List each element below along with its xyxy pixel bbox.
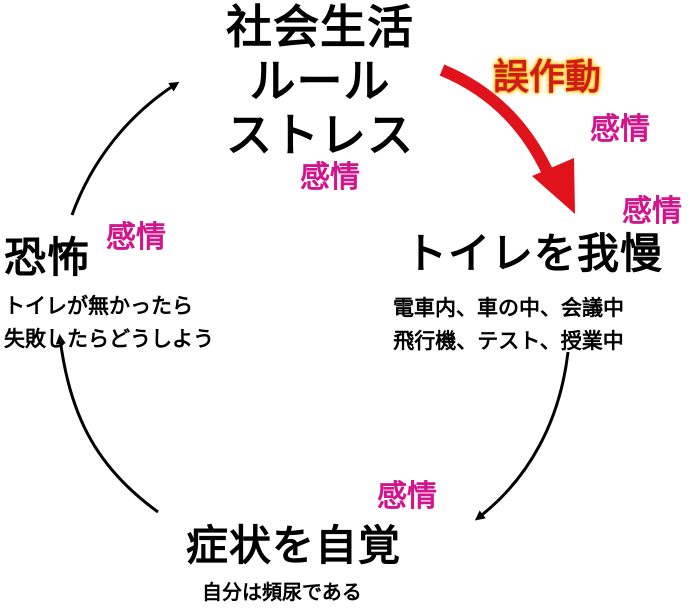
red-arrow-label: 誤作動 (493, 57, 602, 98)
node-left-detail: トイレが無かったら 失敗したらどうしよう (4, 290, 214, 356)
arrow-symptom-to-fear (55, 334, 159, 514)
arrow-holding-to-symptom (474, 351, 570, 521)
node-top-title-line: ストレス (226, 108, 414, 162)
node-right-detail-line: 飛行機、テスト、授業中 (393, 329, 624, 353)
node-bottom-title: 症状を自覚 (186, 521, 402, 570)
node-right-detail-line: 電車内、車の中、会議中 (393, 296, 624, 320)
red-arrow-emotion: 感情 (590, 112, 650, 147)
red-arrow-head (532, 158, 575, 214)
red-arrow (439, 64, 558, 185)
node-top-title: 社会生活 ルール ストレス (210, 0, 430, 162)
node-right-emotion: 感情 (622, 194, 682, 229)
node-left-emotion: 感情 (106, 220, 166, 255)
arrow-fear-to-society (70, 81, 180, 216)
node-top-title-line: ルール (249, 54, 391, 108)
node-left-detail-line: 失敗したらどうしよう (4, 327, 214, 351)
node-left-title: 恐怖 (4, 233, 91, 282)
node-top-title-line: 社会生活 (226, 0, 414, 54)
node-top-emotion: 感情 (300, 160, 360, 195)
node-bottom-emotion: 感情 (377, 479, 437, 514)
node-right-title: トイレを我慢 (405, 229, 664, 278)
node-left-detail-line: トイレが無かったら (4, 294, 193, 318)
node-right-detail: 電車内、車の中、会議中 飛行機、テスト、授業中 (393, 292, 624, 358)
node-bottom-detail: 自分は頻尿である (202, 580, 362, 604)
